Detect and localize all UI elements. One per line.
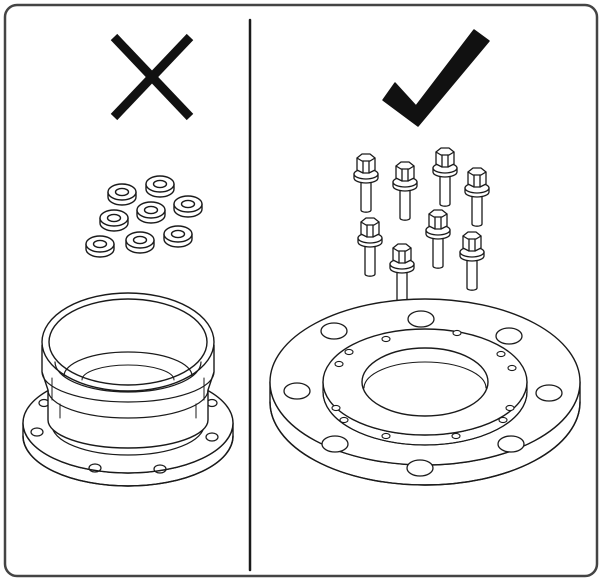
hub-hole bbox=[451, 432, 461, 440]
flange-bolt bbox=[459, 231, 485, 291]
hub-hole bbox=[381, 432, 391, 440]
bolt-hole bbox=[283, 382, 311, 400]
hub-hole bbox=[496, 350, 506, 358]
bolt-group bbox=[353, 147, 490, 303]
washer bbox=[85, 235, 115, 258]
hub-hole bbox=[334, 360, 344, 368]
washer bbox=[125, 231, 155, 254]
checkmark-icon bbox=[382, 29, 490, 127]
bolt-hole bbox=[406, 459, 434, 477]
flange-bolt bbox=[464, 167, 490, 227]
washer bbox=[107, 183, 137, 206]
hub-hole bbox=[344, 348, 354, 356]
hub-hole bbox=[381, 335, 391, 343]
hub-small-holes bbox=[331, 329, 517, 440]
bolt-hole bbox=[495, 327, 523, 345]
flange-bolt bbox=[432, 147, 458, 207]
flange-bolt bbox=[389, 243, 415, 303]
flange-bolt bbox=[392, 161, 418, 221]
hub-hole bbox=[452, 329, 462, 337]
washer bbox=[136, 201, 166, 224]
bolt-hole bbox=[535, 384, 563, 402]
bolt-hole bbox=[321, 435, 349, 453]
bolt-hole bbox=[407, 310, 435, 328]
collar-flange-assembly bbox=[22, 292, 234, 487]
hub-hole bbox=[498, 416, 508, 424]
collar-top-rim bbox=[41, 292, 215, 392]
bolt-hole bbox=[320, 322, 348, 340]
hub-hole bbox=[505, 404, 515, 412]
flange-bore bbox=[361, 347, 489, 417]
washer-group bbox=[85, 175, 203, 258]
flange-bolt bbox=[353, 153, 379, 213]
panel-wrong bbox=[22, 33, 234, 487]
flange-bolt-holes bbox=[283, 310, 563, 477]
washer bbox=[163, 225, 193, 248]
bolt-hole bbox=[497, 435, 525, 453]
washer bbox=[145, 175, 175, 198]
cross-icon bbox=[110, 33, 194, 121]
hub-hole bbox=[339, 416, 349, 424]
illustration-frame bbox=[3, 3, 599, 578]
flange-bolt bbox=[425, 209, 451, 269]
washer bbox=[99, 209, 129, 232]
washer bbox=[173, 195, 203, 218]
panel-right bbox=[269, 29, 581, 486]
flat-flange-assembly bbox=[269, 298, 581, 486]
hub-hole bbox=[331, 404, 341, 412]
flange-bolt bbox=[357, 217, 383, 277]
hub-hole bbox=[507, 364, 517, 372]
